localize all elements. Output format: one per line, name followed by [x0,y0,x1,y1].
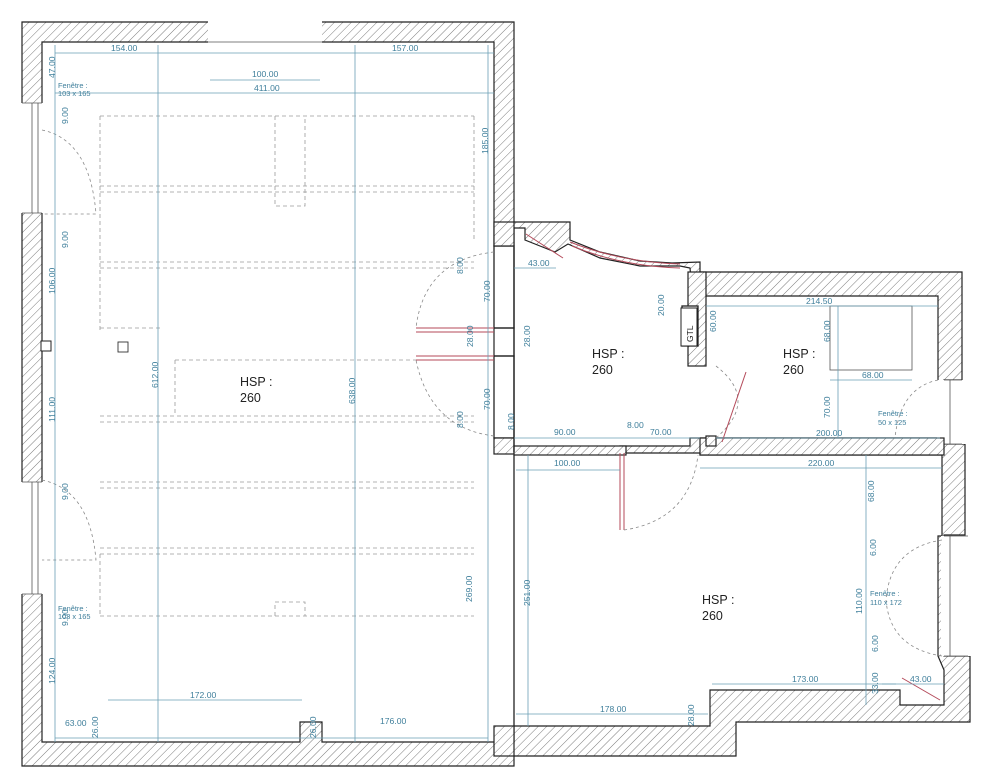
dim-154: 154.00 [111,43,138,53]
dim-20: 20.00 [656,294,666,316]
dim-8-a: 8.00 [455,257,465,274]
room-small-hsp-label: HSP : [783,347,815,361]
dim-269: 269.00 [464,575,474,602]
dim-70-b: 70.00 [482,388,492,410]
dim-47: 47.00 [47,56,57,78]
dim-28-b: 28.00 [522,325,532,347]
dim-124: 124.00 [47,657,57,684]
room-living-hsp-label: HSP : [240,375,272,389]
window-bottom-left-size: 103 x 165 [58,612,90,621]
dimension-labels: 154.00 157.00 100.00 411.00 47.00 9.00 1… [47,43,932,738]
wall-openings [21,21,971,657]
dim-8-c: 8.00 [506,413,516,430]
room-hall-hsp-value: 260 [592,363,613,377]
dim-28-a: 28.00 [465,325,475,347]
dim-178: 178.00 [600,704,627,714]
dim-70-d: 70.00 [822,396,832,418]
dim-70-c: 70.00 [650,427,672,437]
dim-68-c: 68.00 [866,480,876,502]
dim-110: 110.00 [854,588,864,614]
window-bedroom-title: Fenêtre : [870,589,900,598]
window-small-room-size: 50 x 125 [878,418,906,427]
dim-638: 638.00 [347,377,357,404]
dim-214: 214.50 [806,296,833,306]
room-small-hsp-value: 260 [783,363,804,377]
door-swings [41,129,943,701]
window-bedroom-size: 110 x 172 [870,598,902,607]
dim-172: 172.00 [190,690,217,700]
dim-60: 60.00 [708,310,718,332]
dim-68-a: 68.00 [822,320,832,342]
dim-6-b: 6.00 [870,635,880,652]
dim-612: 612.00 [150,361,160,388]
room-labels: HSP : 260 HSP : 260 HSP : 260 HSP : 260 [240,347,815,623]
dim-6-a: 6.00 [868,539,878,556]
room-bedroom-hsp-label: HSP : [702,593,734,607]
dim-26-b: 26.00 [308,716,318,738]
dim-70-a: 70.00 [482,280,492,302]
dim-100-bed: 100.00 [554,458,581,468]
dim-157: 157.00 [392,43,419,53]
dim-43-b: 43.00 [910,674,932,684]
gtl-box: GTL [680,307,698,347]
dim-411: 411.00 [254,83,280,93]
room-bedroom-hsp-value: 260 [702,609,723,623]
dim-173: 173.00 [792,674,819,684]
window-top-left-size: 103 x 165 [58,89,90,98]
dim-9-b: 9.00 [60,231,70,248]
window-notes: Fenêtre : 103 x 165 Fenêtre : 103 x 165 … [58,81,908,621]
dim-33: 33.00 [870,672,880,694]
dim-43-a: 43.00 [528,258,550,268]
dim-28-c: 28.00 [686,704,696,726]
dim-9-c: 9.00 [60,483,70,500]
dim-200: 200.00 [816,428,843,438]
dim-8-d: 8.00 [627,420,644,430]
room-hall-hsp-label: HSP : [592,347,624,361]
gtl-label: GTL [685,325,695,342]
dimension-lines [54,45,944,742]
dim-26-a: 26.00 [90,716,100,738]
dim-68-b: 68.00 [862,370,884,380]
dim-176: 176.00 [380,716,407,726]
dim-8-b: 8.00 [455,411,465,428]
window-bottom-left-title: Fenêtre : [58,604,88,613]
dim-100-top: 100.00 [252,69,279,79]
window-top-left-title: Fenêtre : [58,81,88,90]
dim-63: 63.00 [65,718,87,728]
dashed-guides [99,115,475,617]
window-small-room-title: Fenêtre : [878,409,908,418]
dim-111: 111.00 [47,397,57,422]
dim-9-d: 9.00 [60,609,70,626]
dim-9-a: 9.00 [60,107,70,124]
dim-90: 90.00 [554,427,576,437]
dim-185: 185.00 [480,127,490,154]
room-living-hsp-value: 260 [240,391,261,405]
dim-251: 251.00 [522,579,532,606]
dim-220: 220.00 [808,458,835,468]
dim-106: 106.00 [47,267,57,294]
